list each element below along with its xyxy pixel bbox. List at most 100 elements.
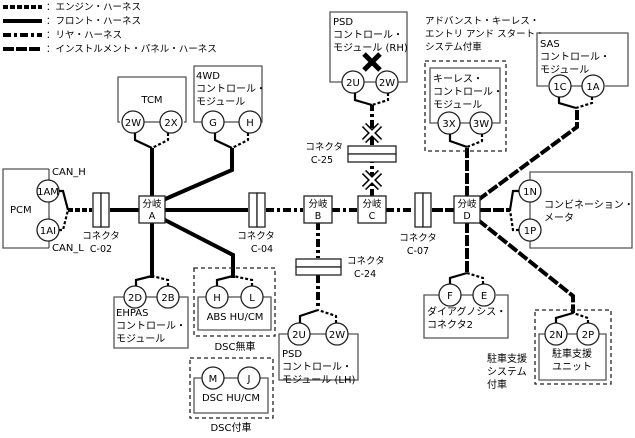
abs-option-frame [193,267,276,337]
4wd-label-line1: 4WD [196,71,220,82]
harness-d-sas [476,110,579,202]
park-box [538,333,607,381]
tcm-pigtail-b [151,133,170,149]
keyless-pigtail-a [448,134,468,149]
tcm-pigtail-a [133,133,153,149]
module-psd-rh: PSD コントロール・ モジュール (RH) 2U 2W [329,11,408,107]
park-pin-2p-label: 2P [582,330,594,341]
park-pigtail-a [554,311,574,323]
module-keyless: アドバンスト・キーレス・ エントリ アンド スタート・ システム付車 キーレス・… [424,16,545,152]
harness-a-abs [162,217,235,278]
ehpas-pigtail-b [151,274,170,286]
park-option-frame [534,309,612,385]
legend-rear: ：リヤ・ハーネス [3,30,122,41]
legend-front: ：フロント・ハーネス [3,16,141,27]
dsc-pin-m-label: M [209,374,218,385]
connector-c02-half-a [92,192,102,228]
connector-c04-half-b [256,192,266,228]
connector-c07-half-a [414,192,424,228]
x-mark-outline-icon-upper [361,122,383,144]
connector-c25-half-b [347,153,397,163]
sas-label-line1: SAS [540,39,560,50]
pcm-pigtail-l [59,209,70,232]
legend-instrument-label: ：インストルメント・パネル・ハーネス [46,44,217,55]
ehpas-pigtail-a [134,274,153,286]
psd-rh-label-line3: モジュール (RH) [333,43,408,54]
legend-rear-label: ：リヤ・ハーネス [46,30,122,41]
pcm-can-h-label: CAN_H [52,167,86,178]
connector-c24-label: コネクタ [347,256,385,267]
branch-c: 分岐 C [357,195,387,224]
connector-c07-half-b [422,192,432,228]
diag-pin-f-label: F [447,291,453,302]
psd-lh-pigtail-b [317,308,338,323]
psd-rh-label-line2: コントロール・ [333,30,403,41]
x-mark-icon [362,52,382,72]
branch-c-label: 分岐 [362,198,382,210]
branch-d: 分岐 D [453,195,481,224]
keyless-label-line1: キーレス・ [433,74,483,85]
connector-c24-half-b [295,266,342,276]
branch-b-label: 分岐 [308,198,328,210]
4wd-pin-g-label: G [209,118,217,129]
connector-c25-half-a [347,145,397,155]
park-group-label-line2: システム [487,366,527,378]
module-4wd: 4WD コントロール・ モジュール G H [193,65,266,149]
branch-a-letter: A [149,211,156,222]
park-pigtail-b [572,311,590,323]
diag-pin-e-label: E [481,291,487,302]
connector-c04-half-a [248,192,258,228]
dsc-pin-m [201,366,225,390]
module-dsc: DSC HU/CM M J DSC付車 [189,357,274,434]
keyless-pigtail-b [466,134,484,149]
4wd-pigtail-b [231,133,250,149]
connector-c04: コネクタ C-04 [237,192,275,255]
abs-pin-l-label: L [249,293,255,304]
connector-c02: コネクタ C-02 [82,192,120,255]
park-group-label-line1: 駐車支援 [487,352,527,365]
dsc-pin-j [237,366,261,390]
combi-pin-1n-label: 1N [523,187,537,198]
diag-label-line2: コネクタ2 [427,319,473,331]
module-psd-lh: PSD コントロール・ モジュール (LH) 2U 2W [278,308,359,386]
4wd-pin-h-label: H [246,118,254,129]
tcm-pin-2w-label: 2W [125,118,141,129]
connector-c04-label: コネクタ [237,231,275,242]
pcm-box [2,168,49,249]
branch-a-label: 分岐 [142,198,162,210]
psd-lh-label-line1: PSD [282,349,302,360]
ehpas-pin-2d-label: 2D [128,293,142,304]
legend-engine-label: ：エンジン・ハーネス [46,2,141,13]
4wd-pin-h [238,110,262,134]
connector-c07: コネクタ C-07 [399,192,437,257]
connector-c24-half-a [295,258,342,268]
4wd-pigtail-a [213,133,233,149]
abs-pigtail-a [215,274,234,286]
combi-pin-1p-label: 1P [524,226,536,237]
combi-label-line1: コンビネーション・ [544,199,634,211]
diag-pigtail-b [466,271,485,284]
ehpas-pin-2b-label: 2B [161,293,174,304]
branch-c-box [357,195,387,224]
combi-pigtail-b [508,209,519,232]
4wd-label-line3: モジュール [196,97,245,108]
keyless-group-label-line3: システム付車 [425,41,482,53]
connector-c25-code: C-25 [311,155,333,166]
psd-rh-label-line1: PSD [333,17,353,28]
abs-pin-h-label: H [213,293,221,304]
sas-box [536,32,629,87]
pcm-pin-1ai-label: 1AI [40,226,56,237]
sas-label-line2: コントロール・ [540,52,610,63]
psd-lh-box [278,333,359,381]
connector-c24: コネクタ C-24 [295,256,385,280]
harness-d-park [476,218,575,313]
sas-pigtail-b [575,97,594,110]
pcm-pigtail-h [59,189,70,211]
connector-c24-code: C-24 [354,269,376,280]
sas-pin-1c-label: 1C [553,82,566,93]
abs-pigtail-b [232,274,254,286]
dsc-box [193,377,269,414]
psd-lh-label-line2: コントロール・ [282,362,352,373]
branch-b: 分岐 B [303,195,333,224]
4wd-pin-g [201,110,225,134]
